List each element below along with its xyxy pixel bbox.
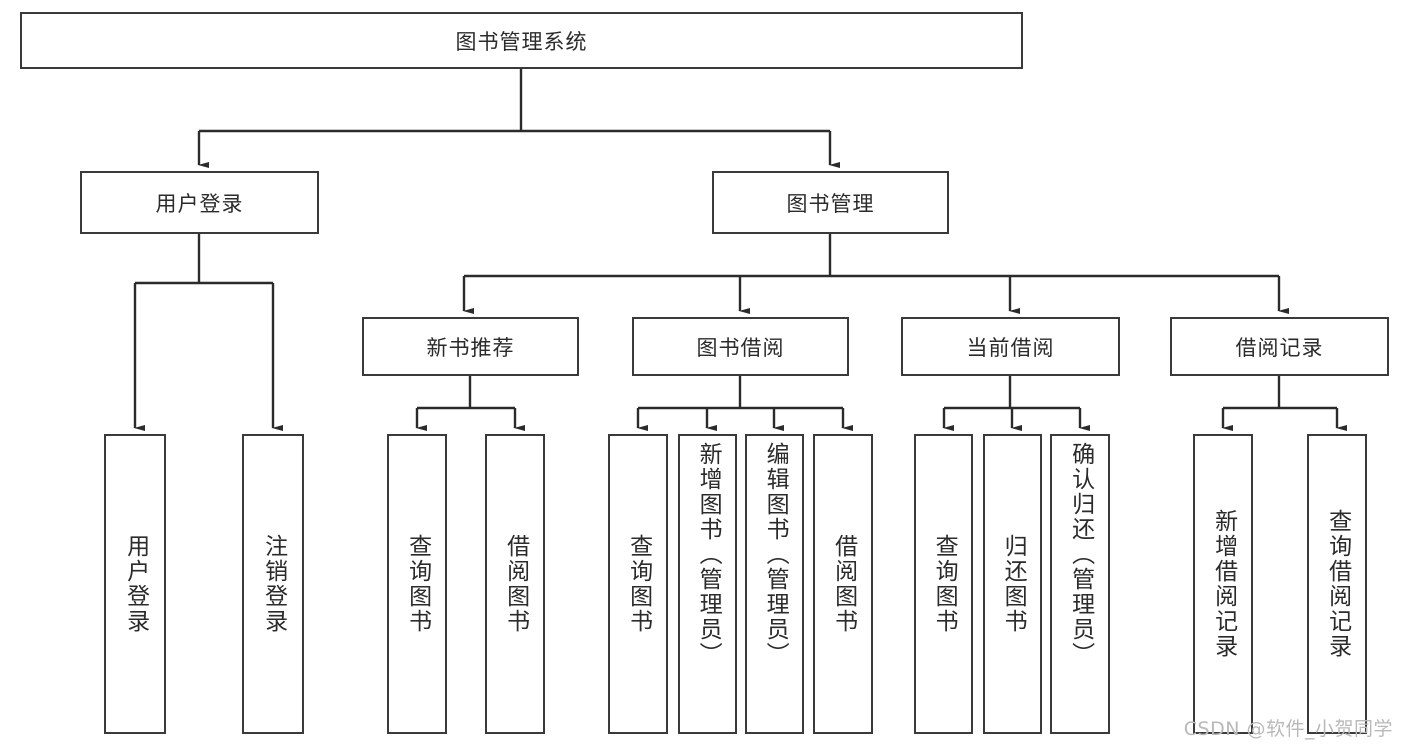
leaf-current-borrow-return[interactable]: 归还图书 (983, 434, 1042, 734)
node-label: 图书管理 (786, 191, 875, 216)
leaf-label: 借阅图书 (830, 534, 857, 634)
leaf-book-borrow-edit[interactable]: 编辑图书（管理员） (745, 434, 804, 734)
leaf-label: 编辑图书（管理员） (762, 442, 789, 667)
watermark-text: CSDN @软件_小贺同学 (1183, 718, 1393, 740)
leaf-book-borrow-query[interactable]: 查询图书 (608, 434, 668, 734)
leaf-label: 新增图书（管理员） (695, 442, 722, 667)
leaf-book-borrow-borrow[interactable]: 借阅图书 (813, 434, 873, 734)
leaf-label: 查询借阅记录 (1324, 509, 1351, 659)
node-label: 用户登录 (155, 191, 244, 216)
leaf-label: 查询图书 (931, 534, 958, 634)
node-root-system[interactable]: 图书管理系统 (20, 12, 1023, 69)
node-label: 图书管理系统 (455, 29, 588, 54)
leaf-label: 查询图书 (404, 534, 431, 634)
leaf-new-book-borrow[interactable]: 借阅图书 (485, 434, 545, 734)
node-user-login[interactable]: 用户登录 (80, 171, 319, 234)
node-new-book-recommend[interactable]: 新书推荐 (362, 317, 579, 376)
leaf-borrow-record-add[interactable]: 新增借阅记录 (1193, 434, 1253, 734)
node-borrow-record[interactable]: 借阅记录 (1170, 317, 1389, 376)
leaf-book-borrow-add[interactable]: 新增图书（管理员） (678, 434, 737, 734)
leaf-label: 注销登录 (260, 534, 287, 634)
leaf-label: 用户登录 (122, 534, 149, 634)
node-book-borrow[interactable]: 图书借阅 (632, 317, 849, 376)
node-current-borrow[interactable]: 当前借阅 (901, 317, 1120, 376)
leaf-label: 借阅图书 (502, 534, 529, 634)
node-label: 当前借阅 (966, 335, 1055, 360)
leaf-current-borrow-confirm-return[interactable]: 确认归还（管理员） (1050, 434, 1110, 734)
leaf-user-login-logout[interactable]: 注销登录 (242, 434, 304, 734)
leaf-label: 新增借阅记录 (1210, 509, 1237, 659)
leaf-label: 归还图书 (1000, 534, 1027, 634)
node-label: 借阅记录 (1235, 335, 1324, 360)
node-label: 图书借阅 (696, 335, 785, 360)
node-label: 新书推荐 (426, 335, 515, 360)
node-book-management[interactable]: 图书管理 (712, 171, 949, 234)
leaf-user-login-login[interactable]: 用户登录 (104, 434, 166, 734)
leaf-label: 确认归还（管理员） (1067, 442, 1094, 667)
leaf-new-book-query[interactable]: 查询图书 (387, 434, 447, 734)
leaf-borrow-record-query[interactable]: 查询借阅记录 (1307, 434, 1367, 734)
leaf-current-borrow-query[interactable]: 查询图书 (914, 434, 973, 734)
leaf-label: 查询图书 (625, 534, 652, 634)
